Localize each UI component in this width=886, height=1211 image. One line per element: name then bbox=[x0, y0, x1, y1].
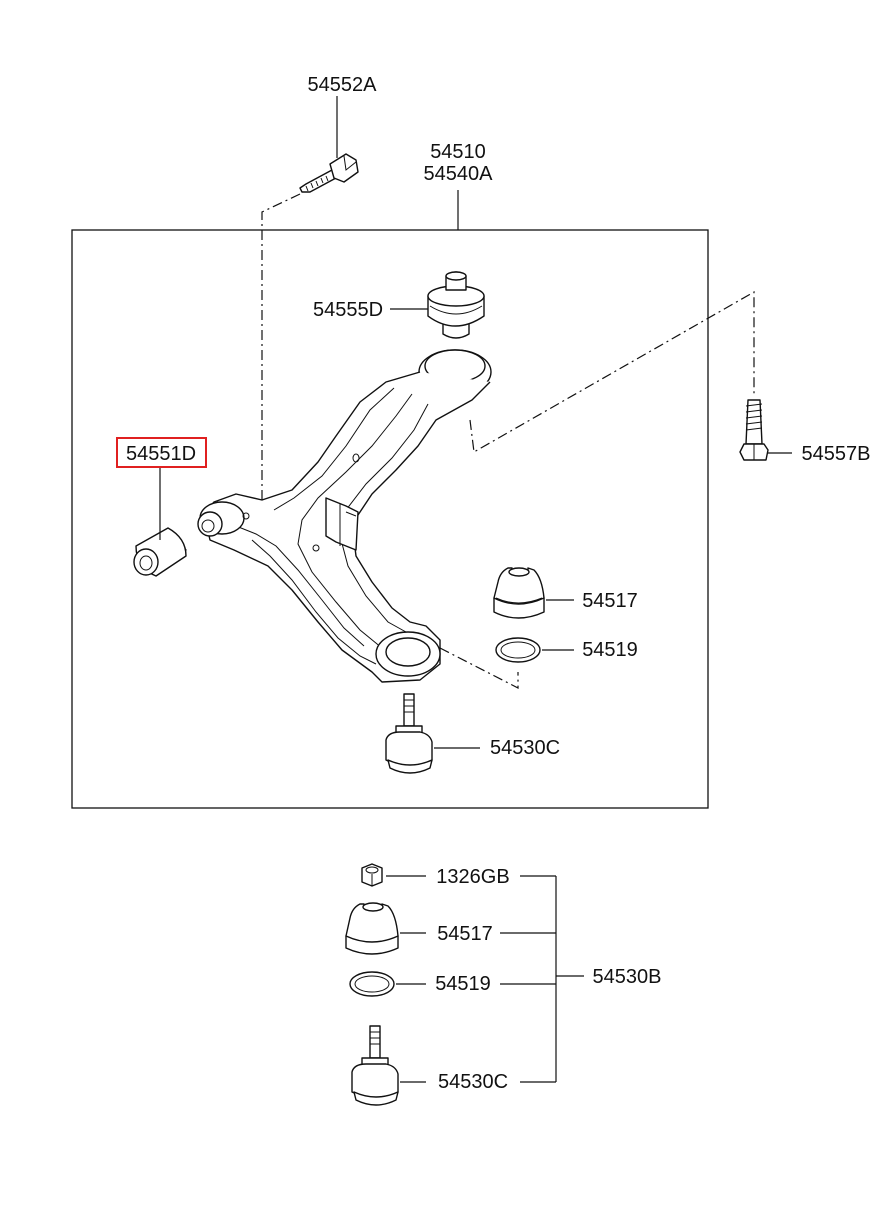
bolt-54557b-drawing bbox=[739, 399, 769, 461]
label-54552a[interactable]: 54552A bbox=[308, 74, 378, 96]
label-54540a[interactable]: 54540A bbox=[424, 163, 494, 185]
balljoint-54530c-lower-drawing bbox=[351, 1025, 399, 1106]
label-54519-lower[interactable]: 54519 bbox=[435, 973, 491, 995]
label-54517-lower[interactable]: 54517 bbox=[437, 923, 493, 945]
balljoint-54530c-upper-drawing bbox=[385, 693, 433, 774]
label-54517-upper[interactable]: 54517 bbox=[582, 590, 638, 612]
label-1326gb[interactable]: 1326GB bbox=[436, 866, 509, 888]
bolt-54552a-drawing bbox=[299, 153, 359, 193]
boot-54517-lower-drawing bbox=[345, 902, 399, 955]
label-54530b[interactable]: 54530B bbox=[593, 966, 662, 988]
ring-54519-lower-drawing bbox=[349, 971, 395, 997]
label-54551d[interactable]: 54551D bbox=[126, 443, 196, 465]
ring-54519-upper-drawing bbox=[495, 637, 541, 663]
label-54510[interactable]: 54510 bbox=[430, 141, 486, 163]
nut-1326gb-drawing bbox=[361, 863, 383, 887]
highlight-box-54551d bbox=[116, 437, 207, 468]
label-54530c-lower[interactable]: 54530C bbox=[438, 1071, 508, 1093]
boot-54517-upper-drawing bbox=[493, 567, 545, 619]
label-54519-upper[interactable]: 54519 bbox=[582, 639, 638, 661]
control-arm-drawing bbox=[197, 349, 492, 683]
bushing-54551d-drawing bbox=[133, 527, 187, 577]
label-54530c-upper[interactable]: 54530C bbox=[490, 737, 560, 759]
bushing-54555d-drawing bbox=[427, 271, 485, 339]
assembly-frame bbox=[71, 229, 709, 809]
label-54557b[interactable]: 54557B bbox=[802, 443, 871, 465]
label-54555d[interactable]: 54555D bbox=[313, 299, 383, 321]
